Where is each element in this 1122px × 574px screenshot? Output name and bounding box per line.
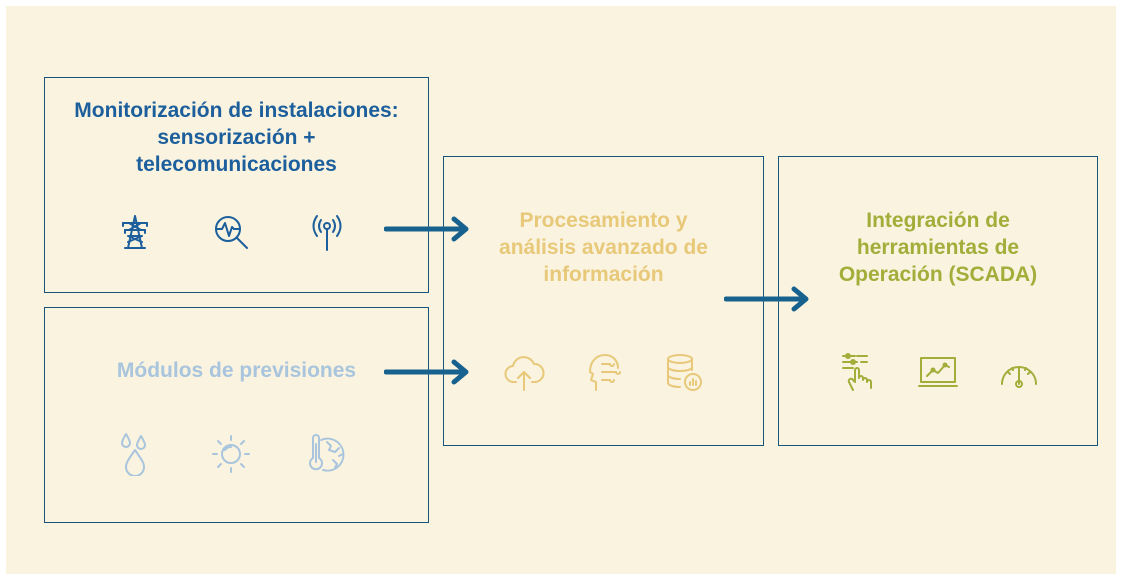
arrow-processing-to-scada <box>724 286 809 312</box>
processing-title: Procesamiento y análisis avanzado de inf… <box>499 209 708 286</box>
monitoring-box: Monitorización de instalaciones: sensori… <box>44 77 429 293</box>
arrow-forecasts-to-processing <box>384 359 469 385</box>
signal-magnifier-icon <box>209 210 253 254</box>
cloud-upload-icon <box>502 350 546 394</box>
forecasts-box: Módulos de previsiones <box>44 307 429 523</box>
thermometer-globe-icon <box>305 432 349 476</box>
monitor-chart-icon <box>916 350 960 394</box>
gauge-icon <box>997 350 1041 394</box>
transmission-tower-icon <box>113 210 157 254</box>
sun-icon <box>209 432 253 476</box>
arrow-monitoring-to-processing <box>384 216 469 242</box>
scada-box: Integración de herramientas de Operación… <box>778 156 1098 446</box>
ai-head-icon <box>582 350 626 394</box>
monitoring-title: Monitorización de instalaciones: sensori… <box>74 99 399 176</box>
processing-box: Procesamiento y análisis avanzado de inf… <box>443 156 764 446</box>
diagram-canvas: Monitorización de instalaciones: sensori… <box>6 6 1116 574</box>
scada-title: Integración de herramientas de Operación… <box>838 209 1038 286</box>
touch-controls-icon <box>835 350 879 394</box>
antenna-icon <box>305 210 349 254</box>
database-chart-icon <box>662 350 706 394</box>
forecasts-title: Módulos de previsiones <box>116 359 357 382</box>
water-drops-icon <box>113 432 157 476</box>
